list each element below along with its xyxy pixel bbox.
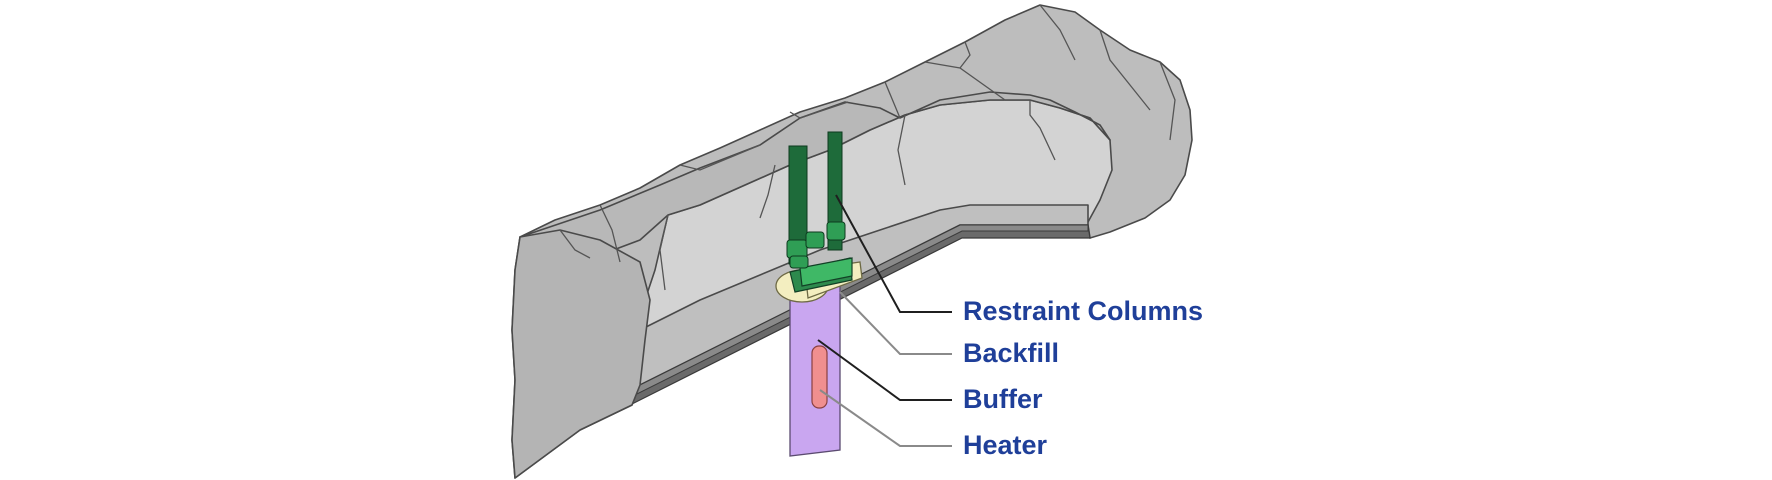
restraint-columns [786,131,853,293]
label-restraint-columns: Restraint Columns [963,296,1203,326]
heater-canister [811,345,828,409]
tunnel-rock [511,4,1193,479]
label-buffer: Buffer [963,384,1043,414]
label-heater: Heater [963,430,1048,460]
leader-lines [817,194,952,447]
label-backfill: Backfill [963,338,1059,368]
